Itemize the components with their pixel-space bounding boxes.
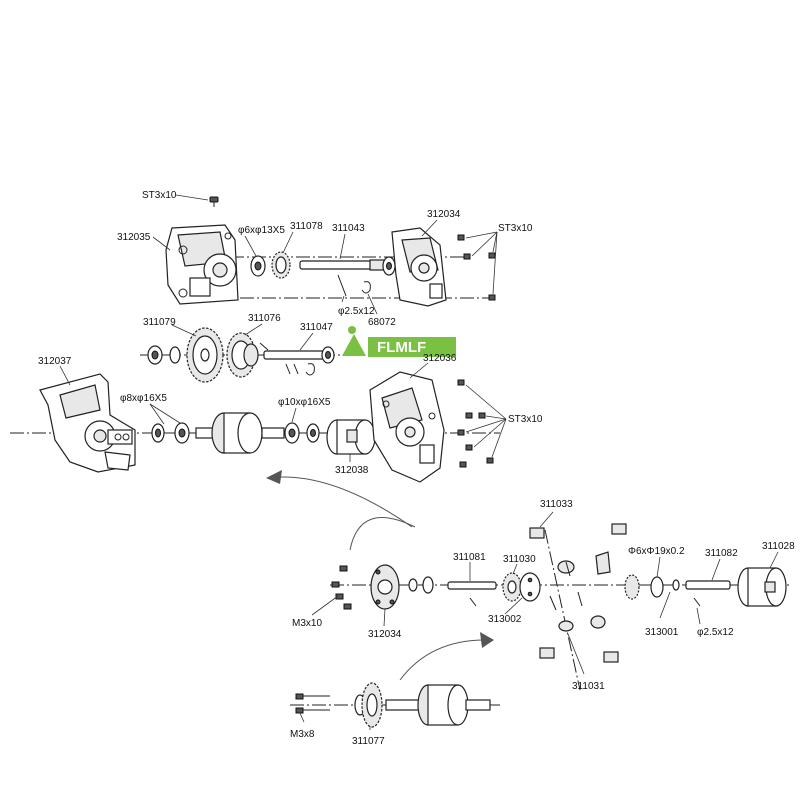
diff-right-parts (624, 574, 731, 607)
shaft-311047 (259, 342, 325, 376)
label-312034-top: 312034 (427, 209, 461, 220)
label-phi2-5x12-bottom: φ2.5x12 (697, 627, 734, 638)
diff-assembled-lower (385, 684, 491, 726)
label-313001: 313001 (645, 627, 679, 638)
gear-311079 (186, 327, 224, 383)
label-phi6-13x5: φ6xφ13X5 (238, 225, 285, 236)
label-phi8-16x5: φ8xφ16X5 (120, 393, 167, 404)
gearbox-half-312034-top (391, 227, 447, 307)
label-phi6-19x0-2: Φ6xΦ19x0.2 (628, 546, 685, 557)
label-312037: 312037 (38, 356, 72, 367)
cup-312038 (326, 419, 376, 455)
label-311028: 311028 (762, 541, 795, 552)
label-311079: 311079 (143, 317, 176, 328)
gearbox-half-312037 (39, 373, 136, 473)
diff-cover-312034 (370, 564, 400, 610)
clip-68072 (361, 281, 371, 294)
label-phi2-5x12-top: φ2.5x12 (338, 306, 375, 317)
arrow-to-diff (399, 632, 494, 681)
screws-m3x10 (311, 565, 352, 616)
label-311076: 311076 (248, 313, 281, 324)
arrow-to-gearbox (266, 470, 416, 551)
screws-m3x8 (295, 693, 330, 723)
washer-middle-left (169, 346, 181, 364)
gear-311078 (271, 251, 291, 279)
bearing-upper-right (382, 256, 396, 276)
label-313002: 313002 (488, 614, 522, 625)
bearings-10x16x5 (284, 422, 320, 444)
screws-st3x10-upper-right (457, 231, 498, 301)
label-311077: 311077 (352, 736, 385, 747)
label-312034-bottom: 312034 (368, 629, 402, 640)
logo-text: FLMLF (377, 339, 426, 356)
label-311081: 311081 (453, 552, 486, 563)
gear-311076 (226, 332, 259, 378)
label-m3x8: M3x8 (290, 729, 315, 740)
label-311031: 311031 (572, 681, 605, 692)
screws-st3x10-right-mid (457, 379, 507, 468)
label-311047: 311047 (300, 322, 333, 333)
flmlf-logo (342, 326, 456, 357)
label-68072: 68072 (368, 317, 396, 328)
spider-gears (529, 523, 627, 663)
screw-st3x10-top (209, 196, 219, 207)
diff-cup-311028 (737, 567, 787, 607)
label-311030: 311030 (503, 554, 536, 565)
label-st3x10-right-mid: ST3x10 (508, 414, 543, 425)
bearings-8x16x5 (151, 422, 190, 444)
label-st3x10-top: ST3x10 (142, 190, 177, 201)
pin-2-5x12-top (337, 274, 347, 297)
label-311033: 311033 (540, 499, 573, 510)
bearing-middle-right (321, 346, 335, 364)
label-312038: 312038 (335, 465, 369, 476)
shaft-311081 (447, 581, 497, 607)
diff-carrier-313002 (519, 572, 541, 602)
shaft-311043 (299, 259, 389, 271)
diff-case-center (195, 412, 285, 454)
bearing-6x13x5-upper (250, 255, 266, 277)
label-m3x10: M3x10 (292, 618, 322, 629)
gear-311030 (502, 572, 522, 602)
diff-washers-left (408, 576, 434, 594)
gear-311077 (354, 682, 383, 728)
diff-vertical-axis (544, 529, 581, 691)
label-phi10-16x5: φ10xφ16X5 (278, 397, 331, 408)
label-st3x10-right-top: ST3x10 (498, 223, 533, 234)
label-311043: 311043 (332, 223, 365, 234)
label-312035: 312035 (117, 232, 151, 243)
label-311082: 311082 (705, 548, 738, 559)
gearbox-half-312035 (165, 224, 239, 305)
bearing-middle-left (147, 345, 163, 365)
label-311078: 311078 (290, 221, 323, 232)
label-312036: 312036 (423, 353, 457, 364)
gearbox-half-312036 (369, 371, 445, 483)
